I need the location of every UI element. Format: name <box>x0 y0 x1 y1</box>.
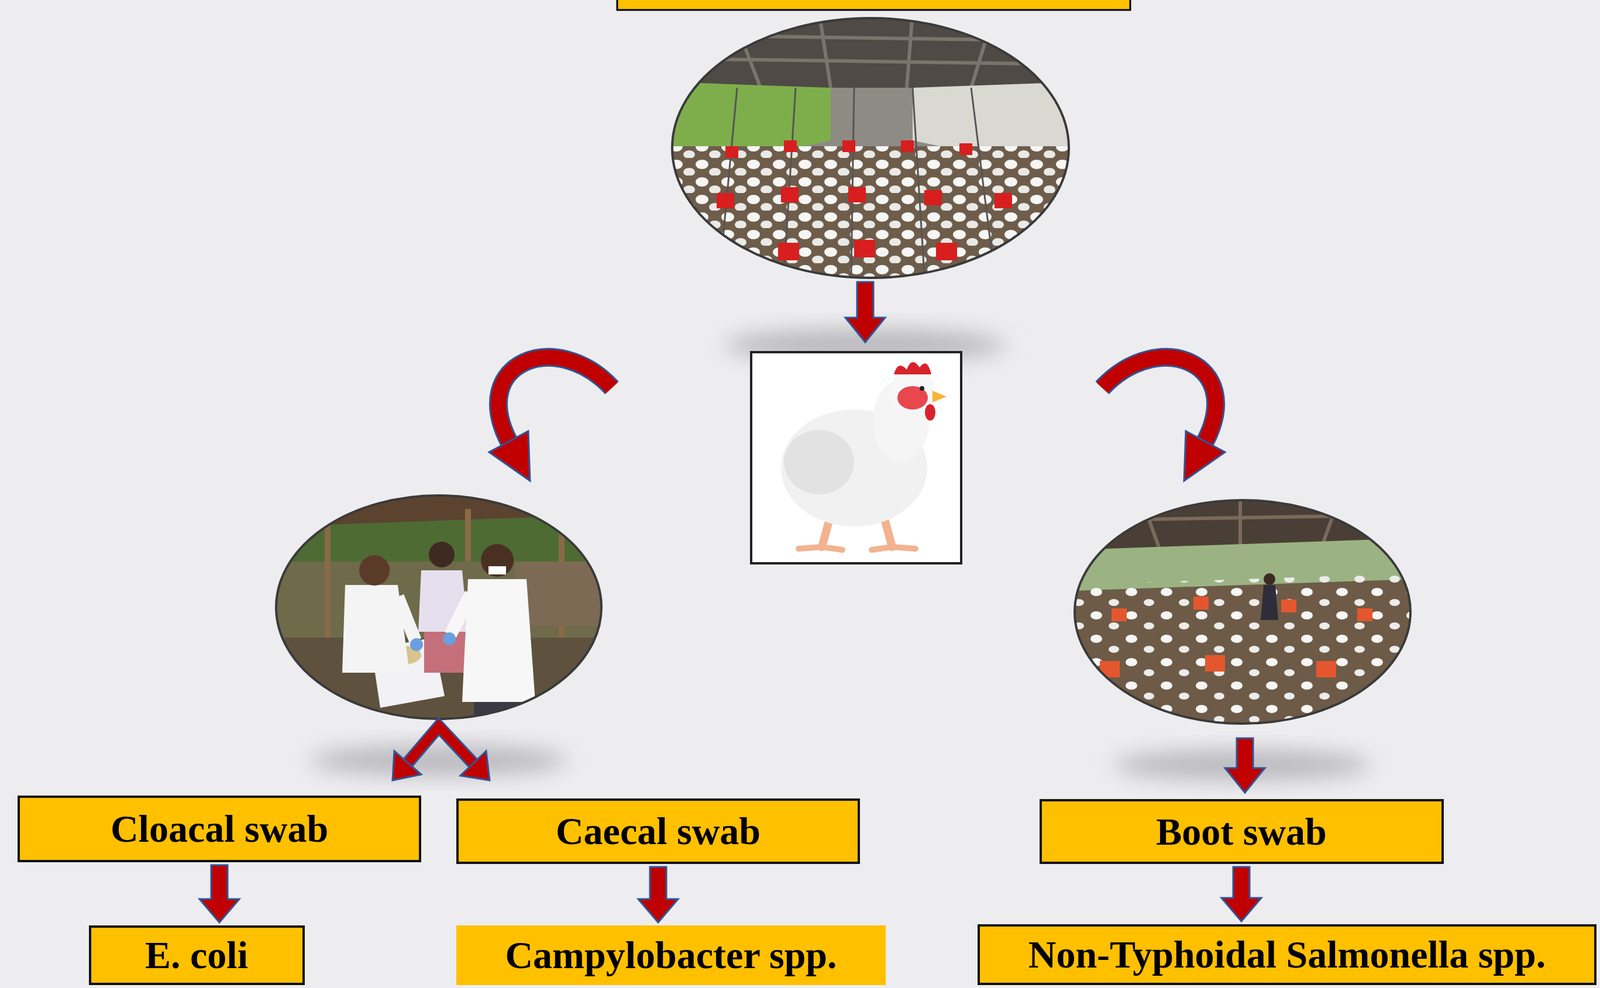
organism-box: Non-Typhoidal Salmonella spp. <box>977 924 1597 986</box>
block-arrow <box>1225 738 1265 793</box>
curved-arrow <box>489 357 612 481</box>
chicken-picture <box>751 352 962 564</box>
curved-arrow <box>1102 357 1226 481</box>
farm-photo <box>666 11 1077 287</box>
block-arrow <box>199 865 240 923</box>
box-label: Boot swab <box>1155 809 1327 855</box>
sample-box: Cloacal swab <box>17 795 422 863</box>
shadow <box>310 745 568 776</box>
photo-frame <box>276 495 602 719</box>
cut-heading-box <box>617 0 1131 10</box>
box-label: Cloacal swab <box>110 806 329 852</box>
organism-box: Campylobacter spp. <box>456 925 886 986</box>
photo-frame <box>672 18 1069 278</box>
organism-box: E. coli <box>88 925 305 986</box>
photo-frame <box>1074 500 1411 724</box>
box-label: Non-Typhoidal Salmonella spp. <box>1028 932 1547 977</box>
box-label: Campylobacter spp. <box>504 933 837 978</box>
block-arrow <box>1221 866 1262 922</box>
sample-box: Boot swab <box>1039 799 1444 865</box>
box-label: E. coli <box>145 933 249 978</box>
sample-box: Caecal swab <box>456 798 860 865</box>
block-arrow <box>845 281 886 343</box>
boot-swab-photo <box>1070 497 1416 732</box>
split-arrow <box>392 726 490 781</box>
sampling-photo <box>274 491 603 732</box>
block-arrow <box>638 866 679 923</box>
box-label: Caecal swab <box>555 809 761 854</box>
